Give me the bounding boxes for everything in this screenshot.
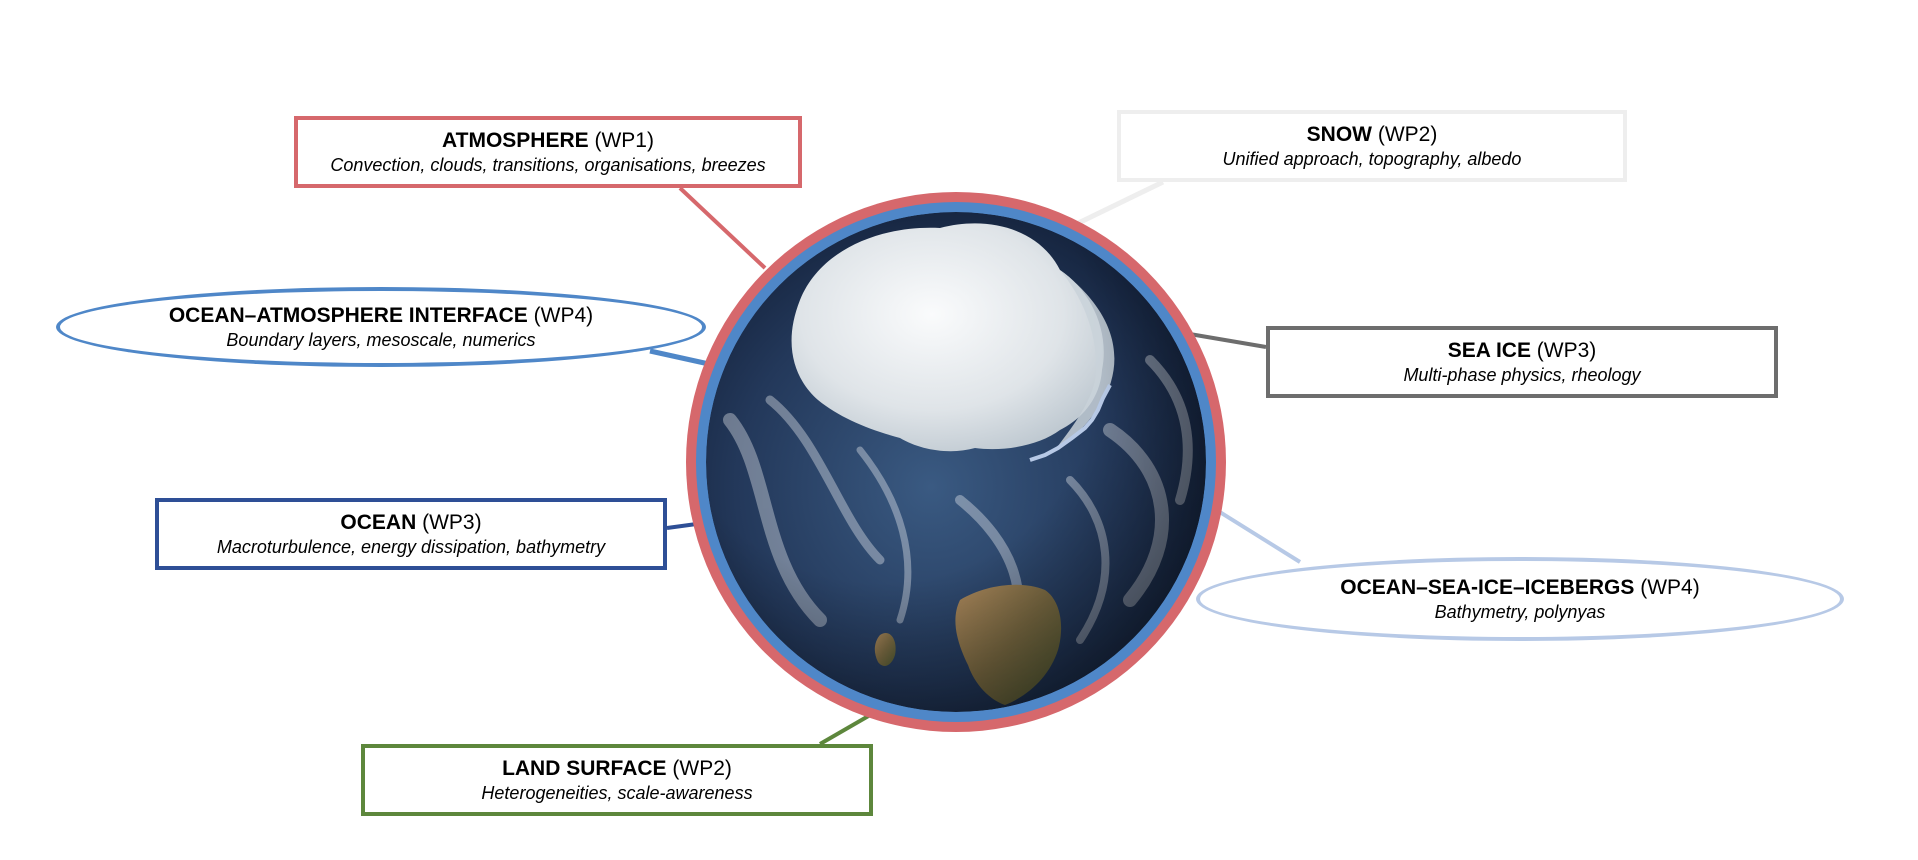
ocean-wp: (WP3) bbox=[422, 510, 482, 534]
ocean-title-line: OCEAN (WP3) bbox=[340, 510, 481, 536]
atmosphere-subtitle: Convection, clouds, transitions, organis… bbox=[330, 154, 766, 175]
ocean-atmosphere-interface-label-box: OCEAN–ATMOSPHERE INTERFACE (WP4) Boundar… bbox=[56, 287, 706, 367]
ocean-label-box: OCEAN (WP3) Macroturbulence, energy diss… bbox=[155, 498, 667, 570]
snow-title-line: SNOW (WP2) bbox=[1307, 122, 1438, 148]
ocean-sea-ice-icebergs-subtitle: Bathymetry, polynyas bbox=[1434, 601, 1606, 622]
atmosphere-wp: (WP1) bbox=[594, 128, 654, 152]
sea-ice-title: SEA ICE bbox=[1447, 338, 1531, 362]
ocean-sea-ice-icebergs-title-line: OCEAN–SEA-ICE–ICEBERGS (WP4) bbox=[1340, 575, 1699, 601]
ocean-sea-ice-icebergs-title: OCEAN–SEA-ICE–ICEBERGS bbox=[1340, 575, 1635, 599]
globe bbox=[686, 192, 1226, 732]
snow-title: SNOW bbox=[1306, 122, 1372, 146]
ocean-atmosphere-interface-wp: (WP4) bbox=[533, 303, 594, 327]
land-surface-title: LAND SURFACE bbox=[502, 756, 667, 780]
land-surface-wp: (WP2) bbox=[672, 756, 732, 780]
atmosphere-title: ATMOSPHERE bbox=[442, 128, 589, 152]
sea-ice-subtitle: Multi-phase physics, rheology bbox=[1403, 364, 1641, 385]
snow-label-box: SNOW (WP2) Unified approach, topography,… bbox=[1117, 110, 1627, 182]
sea-ice-label-box: SEA ICE (WP3) Multi-phase physics, rheol… bbox=[1266, 326, 1778, 398]
ocean-sea-ice-icebergs-wp: (WP4) bbox=[1640, 575, 1700, 599]
land-surface-label-box: LAND SURFACE (WP2) Heterogeneities, scal… bbox=[361, 744, 873, 816]
atmosphere-label-box: ATMOSPHERE (WP1) Convection, clouds, tra… bbox=[294, 116, 802, 188]
ocean-atmosphere-interface-title-line: OCEAN–ATMOSPHERE INTERFACE (WP4) bbox=[169, 303, 593, 329]
sea-ice-wp: (WP3) bbox=[1536, 338, 1597, 362]
connector-atmosphere bbox=[678, 186, 767, 270]
atmosphere-title-line: ATMOSPHERE (WP1) bbox=[442, 128, 654, 154]
ocean-sea-ice-icebergs-label-box: OCEAN–SEA-ICE–ICEBERGS (WP4) Bathymetry,… bbox=[1196, 557, 1844, 641]
ocean-atmosphere-interface-title: OCEAN–ATMOSPHERE INTERFACE bbox=[168, 303, 528, 327]
ocean-atmosphere-interface-subtitle: Boundary layers, mesoscale, numerics bbox=[226, 329, 536, 350]
sea-ice-title-line: SEA ICE (WP3) bbox=[1448, 338, 1597, 364]
snow-subtitle: Unified approach, topography, albedo bbox=[1222, 148, 1522, 169]
land-surface-subtitle: Heterogeneities, scale-awareness bbox=[481, 782, 753, 803]
snow-wp: (WP2) bbox=[1377, 122, 1438, 146]
ocean-title: OCEAN bbox=[340, 510, 417, 534]
globe-shading bbox=[706, 212, 1206, 712]
land-surface-title-line: LAND SURFACE (WP2) bbox=[502, 756, 732, 782]
ocean-subtitle: Macroturbulence, energy dissipation, bat… bbox=[216, 536, 606, 557]
